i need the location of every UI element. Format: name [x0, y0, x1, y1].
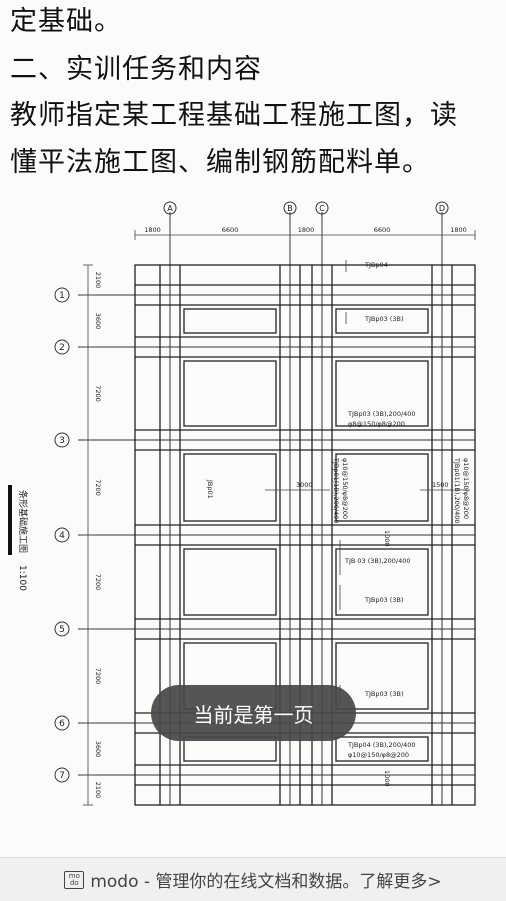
annotation-tjb04-bot-2: φ10@150/φ8@200 — [348, 751, 409, 759]
text-line-3: 教师指定某工程基础工程施工图，读 — [10, 100, 458, 131]
side-scale: 1:100 — [17, 565, 27, 591]
annotation-dim-1000a: 1000 — [383, 530, 391, 547]
section-heading: 二、实训任务和内容 — [10, 54, 262, 85]
text-line-4: 懂平法施工图、编制钢筋配料单。 — [10, 147, 430, 178]
bay-panel-2-0 — [183, 453, 277, 522]
axis-label-A: A — [167, 204, 173, 213]
side-title-bar — [8, 485, 12, 555]
bay-panel-3-0 — [183, 548, 277, 616]
axis-bubble-row-2 — [54, 339, 70, 355]
axis-label-row-5: 5 — [59, 625, 65, 635]
axis-label-row-1: 1 — [59, 291, 65, 301]
annotation-left-vert-1: TJBp01(1B),200/400 — [332, 457, 340, 523]
text-line-1: 定基础。 — [10, 6, 122, 37]
footer-link[interactable]: modo - 管理你的在线文档和数据。了解更多> — [90, 872, 442, 892]
axis-bubble-C — [315, 201, 329, 215]
foundation-drawing: A B C D 1 2 3 4 5 6 7 1800 6600 1800 6600 1800 2100 3600 7… — [8, 201, 476, 806]
axis-label-row-3: 3 — [59, 436, 65, 446]
annotation-tjb03-spec-2: φ8@150/φ8@200 — [348, 420, 405, 428]
left-dim-label-0: 2100 — [94, 272, 102, 289]
axis-label-row-2: 2 — [59, 343, 65, 353]
annotation-right-vert-1: TJBp01(1B),200/400 — [453, 457, 461, 523]
axis-bubble-row-4 — [54, 527, 70, 543]
left-dim-label-7: 2100 — [94, 782, 102, 799]
bay-panel-3-2 — [335, 548, 429, 616]
annotation-tjb03-r6: TJBp03 (3B) — [364, 690, 403, 698]
top-dim-label-1: 6600 — [222, 226, 239, 234]
axis-label-row-6: 6 — [59, 719, 65, 729]
bay-panel-0-0 — [183, 308, 277, 334]
axis-label-row-4: 4 — [59, 531, 65, 541]
bay-panel-2-2 — [335, 453, 429, 522]
annotation-tjb04-top: TJBp04 — [364, 261, 388, 269]
left-dim-label-4: 7200 — [94, 574, 102, 591]
annotation-tjb03-spec-1: TJBp03 (3B),200/400 — [347, 410, 416, 418]
axis-bubble-row-1 — [54, 287, 70, 303]
axis-label-D: D — [439, 204, 445, 213]
axis-bubble-row-5 — [54, 621, 70, 637]
top-dim-label-0: 1800 — [144, 226, 161, 234]
axis-bubble-A — [163, 201, 177, 215]
bay-panel-0-2 — [335, 308, 429, 334]
top-dim-label-3: 6600 — [374, 226, 391, 234]
left-dim-label-1: 3600 — [94, 313, 102, 330]
annotation-dim-3000: 3000 — [296, 481, 313, 489]
annotation-jb01: JBp01 — [206, 479, 214, 499]
axis-bubble-row-6 — [54, 715, 70, 731]
annotation-right-vert-2: φ10@150/φ8@200 — [462, 458, 470, 519]
top-dim-label-2: 1800 — [298, 226, 315, 234]
axis-bubble-row-7 — [54, 767, 70, 783]
bay-panel-1-0 — [183, 360, 277, 427]
left-dim-label-6: 3600 — [94, 741, 102, 758]
bay-panel-4-2 — [335, 642, 429, 710]
bay-panel-1-2 — [335, 360, 429, 427]
annotation-dim-1500: 1500 — [432, 481, 449, 489]
annotation-tjb03-r2: TJBp03 (3B) — [364, 315, 403, 323]
annotation-left-vert-2: φ10@150/φ8@200 — [341, 458, 349, 519]
axis-bubble-D — [435, 201, 449, 215]
annotation-tjb03-r5: TJBp03 (3B) — [364, 596, 403, 604]
modo-logo-icon: mo do — [64, 870, 85, 889]
axis-label-row-7: 7 — [59, 771, 65, 781]
bay-panel-5-2 — [335, 736, 429, 762]
axis-label-B: B — [287, 204, 293, 213]
left-dim-label-3: 7200 — [94, 479, 102, 496]
annotation-dim-1000b: 1000 — [383, 770, 391, 787]
toast-text: 当前是第一页 — [193, 702, 314, 727]
page-toast: 当前是第一页 — [151, 685, 356, 741]
top-dim-label-4: 1800 — [450, 226, 467, 234]
axis-label-C: C — [319, 204, 325, 213]
footer-bar[interactable]: mo do modo - 管理你的在线文档和数据。了解更多> — [0, 857, 506, 901]
outer-contour — [134, 264, 476, 806]
left-dim-label-5: 7200 — [94, 668, 102, 685]
axis-bubble-row-3 — [54, 432, 70, 448]
annotation-tjb04-bot-1: TJBp04 (3B),200/400 — [347, 741, 416, 749]
annotation-tjb03-r4: TJB 03 (3B),200/400 — [344, 557, 411, 565]
axis-bubble-B — [283, 201, 297, 215]
side-title: 条形基础施工图 — [17, 490, 29, 553]
left-dim-label-2: 7200 — [94, 385, 102, 402]
